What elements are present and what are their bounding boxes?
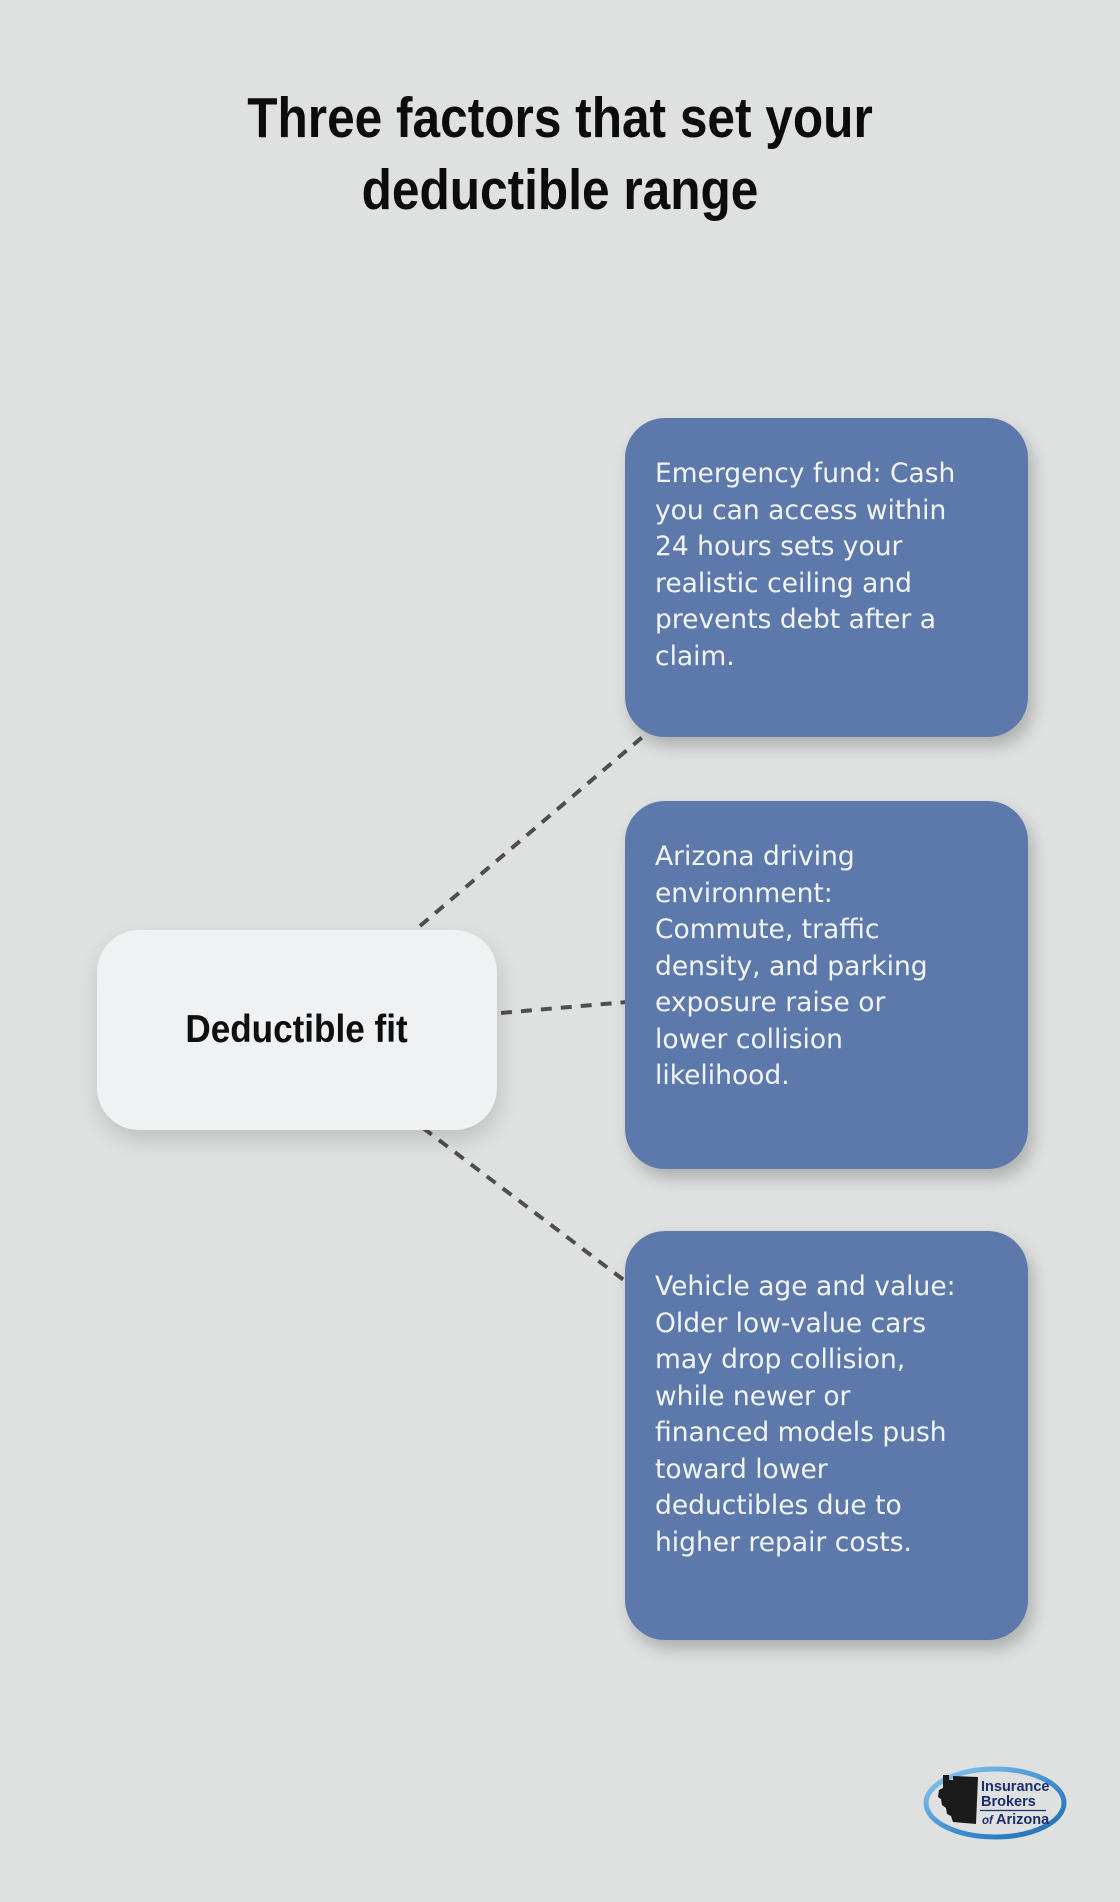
page-title: Three factors that set your deductible r…: [247, 86, 873, 222]
center-node-deductible-fit: Deductible fit: [97, 930, 497, 1130]
logo-text-brokers: Brokers: [981, 1794, 1036, 1810]
logo-text-arizona: Arizona: [996, 1812, 1050, 1828]
connector-line-top: [418, 732, 648, 928]
factor-text-driving-environment: Arizona driving environment: Commute, tr…: [655, 841, 928, 1091]
factor-text-emergency-fund: Emergency fund: Cash you can access with…: [655, 458, 956, 672]
factor-card-vehicle-age-value: Vehicle age and value: Older low-value c…: [625, 1231, 1028, 1640]
arizona-state-icon: [938, 1775, 978, 1824]
center-node-label: Deductible fit: [185, 1008, 409, 1051]
connector-line-middle: [500, 1000, 628, 1015]
factor-text-vehicle-age-value: Vehicle age and value: Older low-value c…: [655, 1271, 956, 1558]
logo-text-of: of: [982, 1815, 994, 1827]
insurance-brokers-arizona-logo: Insurance Brokers of Arizona: [923, 1766, 1067, 1840]
logo-text-insurance: Insurance: [981, 1779, 1050, 1795]
logo-oval-ring: [923, 1766, 1067, 1840]
connector-line-bottom: [421, 1126, 631, 1286]
factor-card-driving-environment: Arizona driving environment: Commute, tr…: [625, 801, 1028, 1169]
factor-card-emergency-fund: Emergency fund: Cash you can access with…: [625, 418, 1028, 737]
